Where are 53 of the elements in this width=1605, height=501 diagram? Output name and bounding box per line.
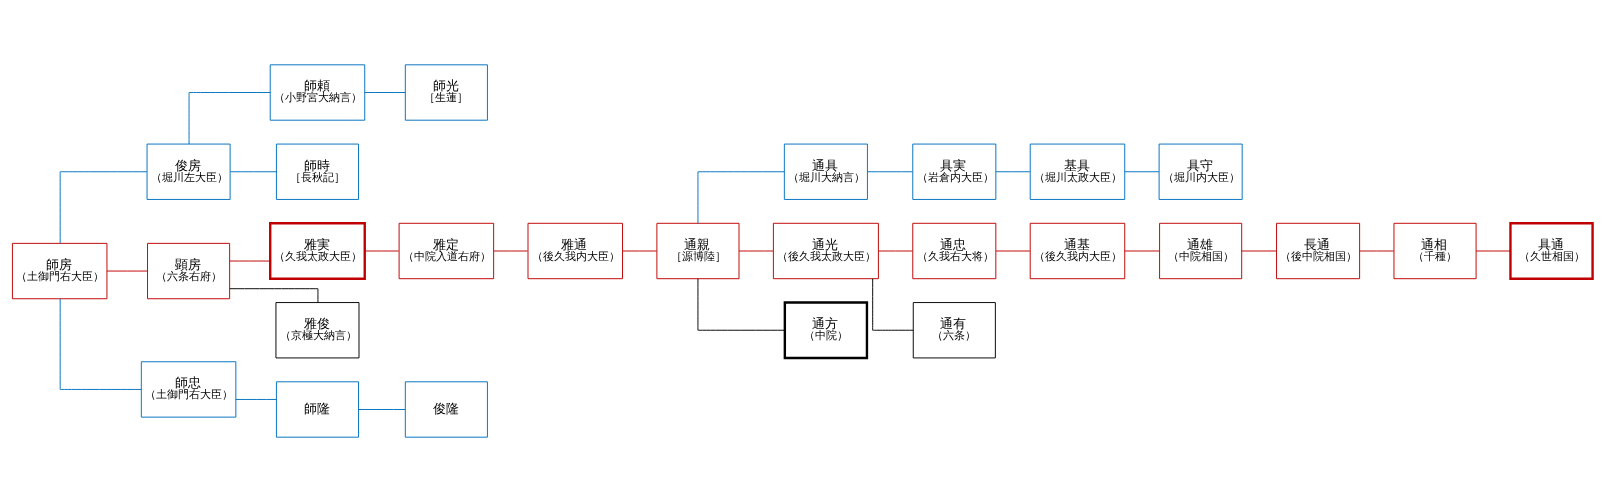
connector (235, 398, 277, 400)
connector (872, 277, 914, 331)
node-box: 通方 （中院） (783, 300, 869, 359)
connector (878, 250, 914, 251)
node-box: 具守 （堀川内大臣） (1158, 143, 1243, 200)
connector (59, 170, 148, 244)
node-box: 俊房 （堀川左大臣） (146, 143, 231, 200)
connector (59, 297, 142, 390)
connector (1124, 250, 1160, 251)
connector (364, 91, 406, 93)
connector (106, 270, 148, 272)
node-box: 師頼 （小野宮大納言） (269, 63, 366, 121)
connector (738, 250, 774, 251)
connector (697, 170, 785, 224)
node-box: 雅俊 （京極大納言） (275, 301, 360, 358)
node-box: 通基 （後久我内大臣） (1029, 222, 1126, 279)
connector (1241, 250, 1277, 251)
node-box: 雅実 （久我太政大臣） (269, 221, 366, 280)
connector (364, 250, 400, 251)
node-box: 通光 （後久我太政大臣） (772, 222, 879, 279)
node-box: 通有 （六条） (912, 301, 996, 358)
node-box: 長通 （後中院相国） (1276, 222, 1361, 279)
node-box: 師忠 （土御門右大臣） (140, 360, 237, 418)
node-box: 雅通 （後久我内大臣） (527, 222, 623, 279)
node-box: 通相 （千種） (1393, 222, 1477, 279)
connector (493, 250, 529, 251)
connector (995, 170, 1031, 172)
node-box: 師時 ［長秋記］ (275, 143, 359, 200)
node-box: 顕房 （六条右府） (147, 242, 231, 299)
node-box: 雅定 （中院入道右府） (398, 222, 495, 279)
connector (358, 408, 406, 410)
connector (622, 250, 658, 251)
node-box: 通具 （堀川大納言） (783, 143, 868, 200)
node-box: 具通 （久世相国） (1509, 221, 1594, 280)
node-box: 通忠 （久我右大将） (912, 222, 997, 279)
connector (188, 91, 271, 144)
node-box: 俊隆 (404, 380, 488, 438)
connector (229, 260, 271, 261)
connector (867, 170, 913, 172)
node-box: 師隆 (275, 380, 359, 438)
connector (1124, 170, 1160, 172)
node-box: 基具 （堀川太政大臣） (1029, 143, 1126, 200)
node-box: 通親 ［源博陸］ (656, 222, 740, 279)
node-box: 具実 （岩倉内大臣） (912, 143, 997, 200)
connector (995, 250, 1031, 251)
connector (1475, 250, 1511, 251)
connector (229, 170, 277, 172)
connector (229, 287, 319, 303)
node-box: 通雄 （中院相国） (1159, 222, 1243, 279)
node-box: 師房 （土御門右大臣） (11, 242, 108, 299)
connector (1359, 250, 1395, 251)
connector (697, 277, 786, 331)
node-box: 師光 ［生蓮］ (404, 63, 488, 121)
